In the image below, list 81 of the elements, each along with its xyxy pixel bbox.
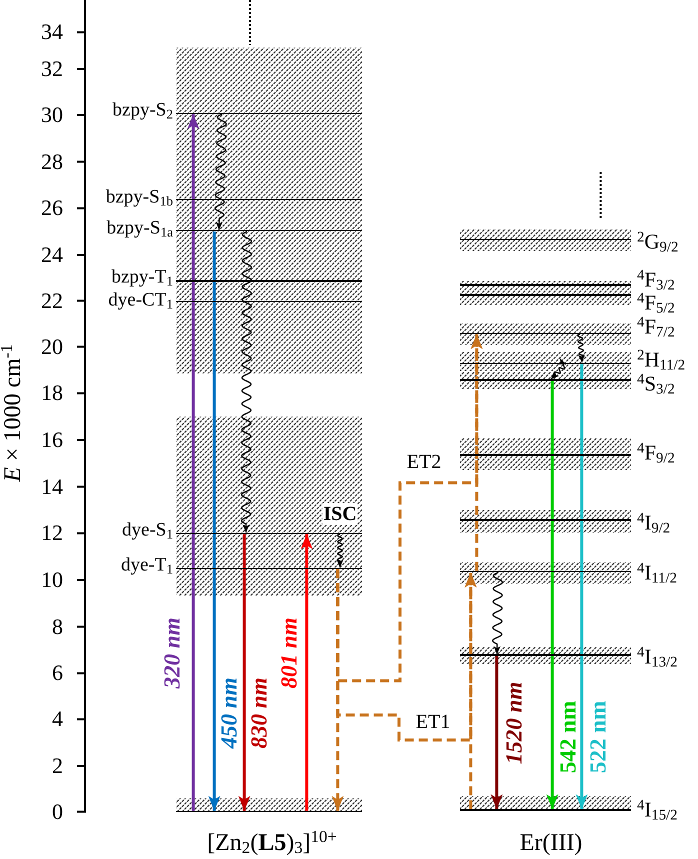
energy-level-line bbox=[176, 280, 362, 282]
tick-label: 32 bbox=[41, 56, 63, 82]
energy-level-line bbox=[176, 568, 362, 570]
energy-level-line bbox=[460, 332, 631, 334]
level-label: dye-S$_{1}$ bbox=[122, 520, 173, 542]
energy-level-line bbox=[460, 379, 631, 381]
arrow bbox=[546, 380, 558, 810]
energy-level-line bbox=[460, 294, 631, 296]
tick-label: 10 bbox=[41, 568, 63, 592]
level-label: $^{4}$F$_{3/2}$ bbox=[637, 268, 675, 292]
edge-label: 1520 nm bbox=[502, 682, 526, 764]
energy-level-line bbox=[460, 570, 631, 572]
level-label: $^{2}$H$_{11/2}$ bbox=[637, 348, 686, 372]
energy-level-line bbox=[460, 284, 631, 286]
energy-level-line bbox=[460, 454, 631, 456]
arrow bbox=[187, 114, 200, 811]
edge-label: ISC bbox=[322, 503, 358, 525]
level-label: $^{2}$G$_{9/2}$ bbox=[637, 230, 678, 254]
tick-label: 8 bbox=[52, 614, 63, 639]
dashed-arrow bbox=[470, 334, 483, 571]
arrow bbox=[300, 534, 313, 811]
level-label: $^{4}$I$_{11/2}$ bbox=[637, 561, 677, 585]
level-label: $^{4}$I$_{15/2}$ bbox=[637, 798, 678, 822]
level-label: $^{4}$S$_{3/2}$ bbox=[637, 372, 675, 396]
edge-label: ET1 bbox=[416, 711, 450, 733]
edge-label: 450 nm bbox=[217, 678, 240, 748]
energy-level-line bbox=[176, 230, 362, 232]
wavy-arrow bbox=[240, 230, 252, 533]
level-label: bzpy-S$_{2}$ bbox=[112, 100, 173, 122]
arrow bbox=[238, 534, 250, 811]
level-label: dye-CT$_{1}$ bbox=[108, 290, 173, 312]
energy-level-line bbox=[460, 238, 631, 240]
edge-label: 801 nm bbox=[278, 618, 300, 688]
edge-label: ET2 bbox=[406, 451, 442, 473]
tick-label: 20 bbox=[41, 334, 63, 359]
level-label: bzpy-S$_{1a}$ bbox=[106, 218, 173, 240]
energy-level-line bbox=[176, 198, 362, 200]
tick-label: 34 bbox=[41, 20, 63, 44]
tick-label: 14 bbox=[41, 474, 63, 499]
tick-label: 6 bbox=[52, 661, 63, 686]
level-label: $^{4}$F$_{5/2}$ bbox=[637, 291, 675, 315]
energy-level-line bbox=[176, 810, 362, 812]
energy-level-line bbox=[460, 519, 631, 521]
tick-label: 2 bbox=[52, 754, 63, 778]
edge-label: 320 nm bbox=[160, 618, 184, 688]
arrow bbox=[208, 232, 220, 811]
tick-label: 26 bbox=[41, 196, 63, 220]
level-label: bzpy-S$_{1b}$ bbox=[106, 188, 173, 208]
energy-level-line bbox=[176, 532, 362, 534]
edge-label: 830 nm bbox=[247, 678, 270, 748]
edge-label: 542 nm bbox=[556, 700, 580, 774]
tick-label: 0 bbox=[52, 800, 63, 824]
wavy-arrow bbox=[550, 358, 566, 380]
tick-label: 24 bbox=[41, 242, 63, 268]
level-label: dye-T$_{1}$ bbox=[120, 556, 173, 576]
tick-label: 18 bbox=[41, 381, 63, 406]
level-label: $^{4}$I$_{13/2}$ bbox=[637, 645, 678, 669]
tick-label: 16 bbox=[41, 428, 63, 452]
wavy-arrow bbox=[336, 534, 344, 568]
arrow bbox=[490, 656, 503, 810]
arrow bbox=[576, 364, 588, 810]
wavy-arrow bbox=[492, 572, 504, 655]
wavy-arrow bbox=[577, 334, 585, 363]
energy-level-line bbox=[176, 300, 362, 302]
level-label: $^{4}$F$_{9/2}$ bbox=[637, 441, 675, 465]
energy-level-line bbox=[460, 362, 631, 364]
energy-level-line bbox=[460, 809, 631, 811]
level-label: bzpy-T$_{1}$ bbox=[111, 268, 173, 288]
energy-level-line bbox=[176, 112, 362, 114]
edge-label: 522 nm bbox=[586, 700, 610, 774]
ion-label: Er(III) bbox=[520, 830, 582, 856]
compound-label: [Zn$_{2}$(L5)$_{3}$]$^{10+}$ bbox=[207, 830, 337, 856]
wavy-arrow bbox=[214, 114, 227, 231]
tick-label: 30 bbox=[41, 102, 63, 128]
level-label: $^{4}$I$_{9/2}$ bbox=[637, 511, 670, 535]
tick-label: 22 bbox=[41, 288, 63, 313]
tick-label: 28 bbox=[41, 150, 63, 174]
tick-label: 12 bbox=[41, 521, 63, 546]
level-label: $^{4}$F$_{7/2}$ bbox=[637, 315, 675, 339]
tick-label: 4 bbox=[52, 707, 63, 732]
energy-level-line bbox=[460, 654, 631, 656]
